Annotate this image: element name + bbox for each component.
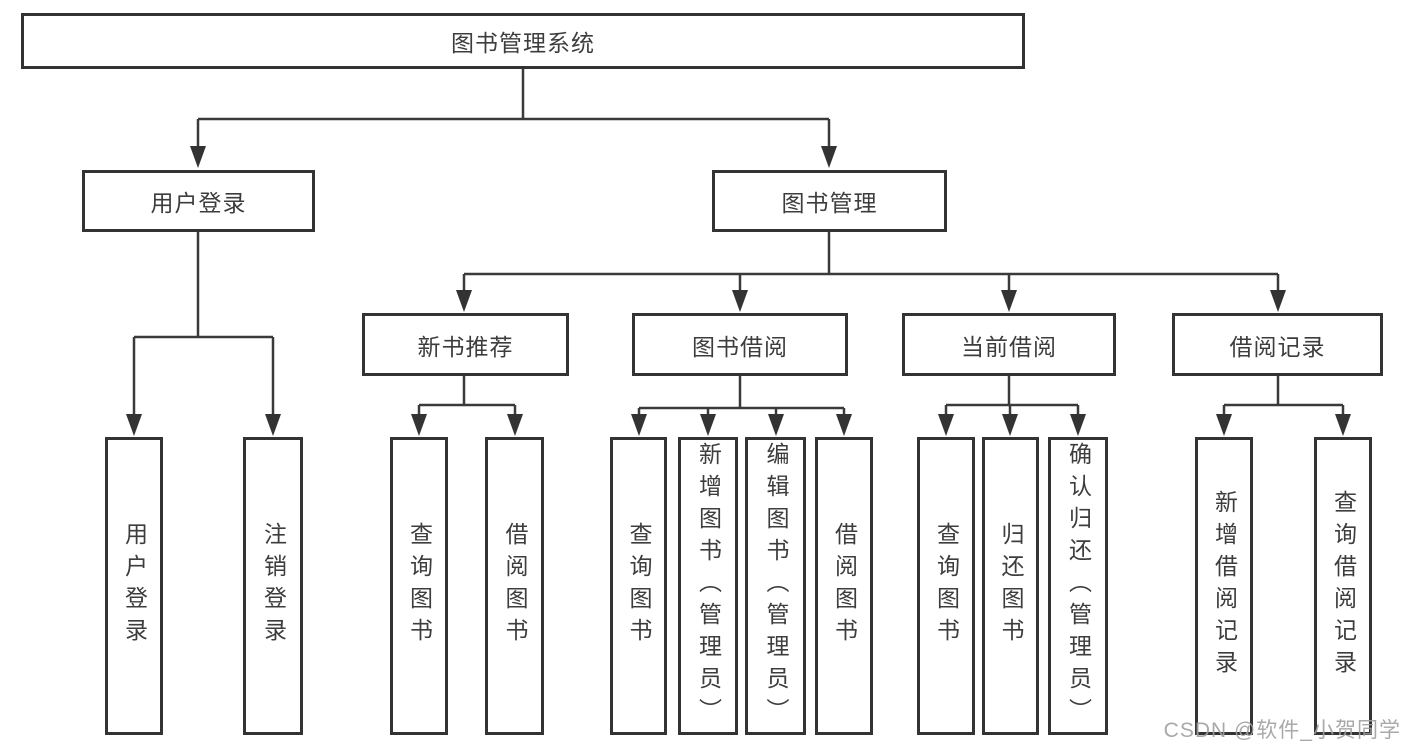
leaf-confirm-return-admin: 确认归还（管理员）: [1048, 437, 1108, 735]
leaf-query-books-borrow-label: 查询图书: [626, 522, 652, 650]
node-book-management: 图书管理: [712, 170, 947, 232]
csdn-watermark: CSDN @软件_小贺同学: [1163, 719, 1401, 742]
node-book-borrowing: 图书借阅: [632, 313, 848, 376]
leaf-query-books-current: 查询图书: [917, 437, 975, 735]
leaf-confirm-return-admin-label: 确认归还（管理员）: [1065, 442, 1092, 730]
leaf-query-books-current-label: 查询图书: [933, 522, 960, 650]
node-new-book-recommendation: 新书推荐: [362, 313, 569, 376]
leaf-borrow-books-borrow-label: 借阅图书: [831, 522, 858, 650]
node-current-borrowing: 当前借阅: [902, 313, 1116, 376]
node-borrowing-records: 借阅记录: [1172, 313, 1383, 376]
leaf-logout: 注销登录: [243, 437, 303, 735]
leaf-add-book-admin: 新增图书（管理员）: [678, 437, 738, 735]
leaf-borrow-books-recommend-label: 借阅图书: [502, 522, 528, 650]
leaf-logout-label: 注销登录: [260, 522, 287, 650]
leaf-query-books-recommend-label: 查询图书: [406, 522, 433, 650]
leaf-edit-book-admin-label: 编辑图书（管理员）: [763, 442, 789, 730]
leaf-query-borrow-record: 查询借阅记录: [1314, 437, 1372, 735]
leaf-edit-book-admin: 编辑图书（管理员）: [745, 437, 806, 735]
leaf-add-borrow-record-label: 新增借阅记录: [1211, 490, 1238, 682]
arrowheads: [126, 146, 1351, 436]
leaf-add-borrow-record: 新增借阅记录: [1195, 437, 1253, 735]
connector-paths: [132, 69, 1345, 415]
node-library-management-system: 图书管理系统: [21, 13, 1025, 69]
leaf-query-books-borrow: 查询图书: [610, 437, 667, 735]
leaf-return-book-label: 归还图书: [998, 522, 1024, 650]
leaf-return-book: 归还图书: [982, 437, 1039, 735]
leaf-user-login: 用户登录: [105, 437, 163, 735]
leaf-borrow-books-borrow: 借阅图书: [815, 437, 873, 735]
node-user-login: 用户登录: [82, 170, 315, 232]
leaf-borrow-books-recommend: 借阅图书: [485, 437, 544, 735]
leaf-query-borrow-record-label: 查询借阅记录: [1330, 490, 1357, 682]
leaf-add-book-admin-label: 新增图书（管理员）: [695, 442, 722, 730]
leaf-query-books-recommend: 查询图书: [390, 437, 448, 735]
leaf-user-login-label: 用户登录: [121, 522, 148, 650]
